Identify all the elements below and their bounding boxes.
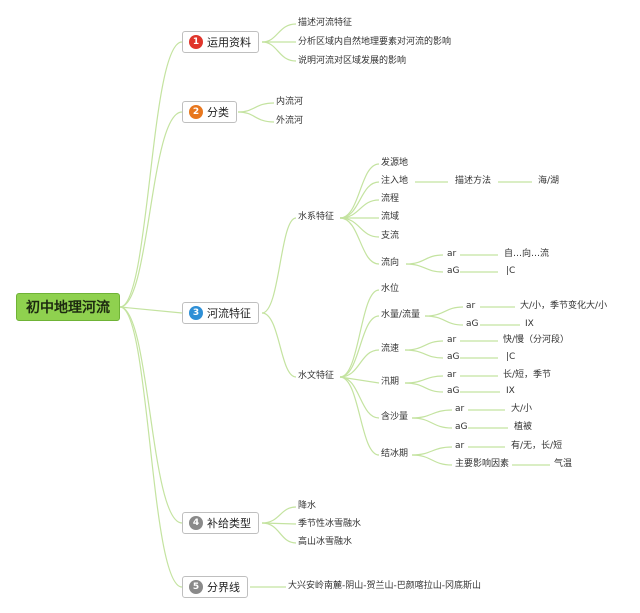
branch-node-1[interactable]: 1 运用资料: [182, 31, 259, 53]
branch-label: 分类: [207, 106, 229, 119]
leaf[interactable]: 含沙量: [381, 412, 409, 422]
leaf[interactable]: aG: [447, 386, 460, 396]
leaf[interactable]: aG: [466, 319, 479, 329]
leaf[interactable]: ar: [466, 301, 476, 311]
branch-label: 运用资料: [207, 36, 251, 49]
root-node[interactable]: 初中地理河流: [16, 293, 120, 321]
leaf[interactable]: aG: [455, 422, 468, 432]
number-badge: 2: [189, 105, 203, 119]
leaf[interactable]: ar: [447, 249, 457, 259]
leaf[interactable]: 季节性冰雪融水: [298, 519, 362, 529]
leaf[interactable]: 快/慢（分河段）: [503, 335, 570, 345]
leaf[interactable]: 自…向…流: [504, 249, 550, 259]
number-badge: 4: [189, 516, 203, 530]
branch-node-4[interactable]: 4 补给类型: [182, 512, 259, 534]
leaf[interactable]: aG: [447, 352, 460, 362]
leaf[interactable]: 结冰期: [381, 449, 409, 459]
leaf[interactable]: 大/小: [511, 404, 533, 414]
leaf[interactable]: 高山冰雪融水: [298, 537, 353, 547]
leaf[interactable]: ar: [455, 441, 465, 451]
branch-label: 分界线: [207, 581, 240, 594]
leaf[interactable]: ar: [455, 404, 465, 414]
branch-label: 河流特征: [207, 307, 251, 320]
leaf[interactable]: IX: [525, 319, 534, 329]
sub-node-shuixi[interactable]: 水系特征: [298, 212, 335, 222]
leaf[interactable]: 气温: [554, 459, 573, 469]
leaf[interactable]: 流速: [381, 344, 400, 354]
leaf[interactable]: 降水: [298, 501, 317, 511]
leaf[interactable]: aG: [447, 266, 460, 276]
leaf[interactable]: 汛期: [381, 377, 400, 387]
leaf[interactable]: 发源地: [381, 158, 409, 168]
leaf[interactable]: 外流河: [276, 116, 304, 126]
leaf[interactable]: 主要影响因素: [455, 459, 510, 469]
number-badge: 5: [189, 580, 203, 594]
leaf[interactable]: 植被: [514, 422, 533, 432]
leaf[interactable]: 描述方法: [455, 176, 492, 186]
leaf[interactable]: 内流河: [276, 97, 304, 107]
leaf[interactable]: 分析区域内自然地理要素对河流的影响: [298, 37, 452, 47]
leaf[interactable]: ar: [447, 370, 457, 380]
leaf[interactable]: 注入地: [381, 176, 409, 186]
leaf[interactable]: 说明河流对区域发展的影响: [298, 56, 407, 66]
leaf[interactable]: 流向: [381, 258, 400, 268]
leaf[interactable]: 水位: [381, 284, 400, 294]
branch-node-5[interactable]: 5 分界线: [182, 576, 248, 598]
leaf[interactable]: 支流: [381, 231, 400, 241]
branch-node-2[interactable]: 2 分类: [182, 101, 237, 123]
leaf[interactable]: IX: [506, 386, 515, 396]
leaf[interactable]: 大兴安岭南麓-阴山-贺兰山-巴颜喀拉山-冈底斯山: [288, 581, 481, 591]
leaf[interactable]: 描述河流特征: [298, 18, 353, 28]
leaf[interactable]: |C: [506, 266, 516, 276]
leaf[interactable]: 有/无，长/短: [511, 441, 563, 451]
leaf[interactable]: 水量/流量: [381, 310, 421, 320]
sub-node-shuiwen[interactable]: 水文特征: [298, 371, 335, 381]
leaf[interactable]: 流域: [381, 212, 400, 222]
leaf[interactable]: 长/短，季节: [503, 370, 552, 380]
branch-node-3[interactable]: 3 河流特征: [182, 302, 259, 324]
number-badge: 3: [189, 306, 203, 320]
leaf[interactable]: 海/湖: [538, 176, 560, 186]
number-badge: 1: [189, 35, 203, 49]
leaf[interactable]: |C: [506, 352, 516, 362]
leaf[interactable]: ar: [447, 335, 457, 345]
branch-label: 补给类型: [207, 517, 251, 530]
leaf[interactable]: 大/小，季节变化大/小: [520, 301, 608, 311]
leaf[interactable]: 流程: [381, 194, 400, 204]
